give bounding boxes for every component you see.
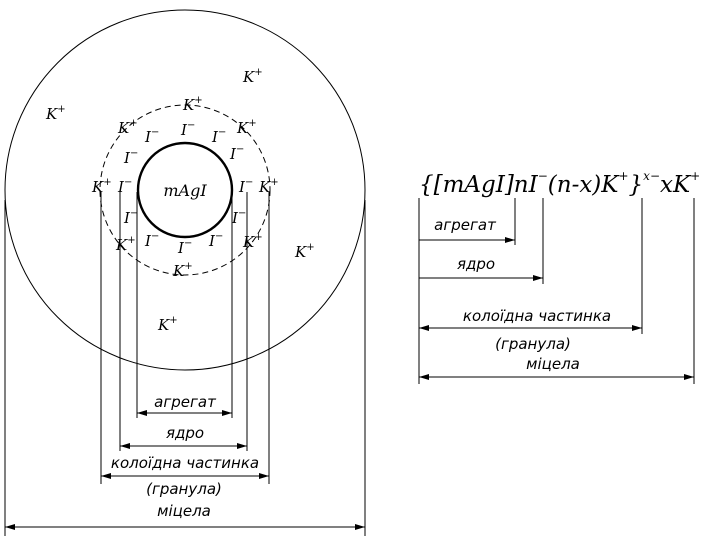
micelle-label: міцела [157,502,211,520]
anion-ion: I− [180,120,195,139]
formula-granule-label: (гранула) [495,335,571,353]
cation-ions-diffuse: K+ K+ K+ K+ [45,67,315,334]
svg-text:{[mAgI]nI−(n-x)K+}x−xK+: {[mAgI]nI−(n-x)K+}x−xK+ [419,169,700,198]
formula-counter-ions: (n-x)K [548,172,621,198]
anion-ion: I− [117,177,132,196]
anion-ion: I− [177,238,192,257]
formula-core-dimension [419,275,543,281]
cation-ion: K+ [45,104,66,123]
micelle-formula: {[mAgI]nI−(n-x)K+}x−xK+ [419,169,700,198]
aggregate-core-circle [136,141,234,239]
cation-ion: K+ [242,67,263,86]
anion-ion: I− [231,208,246,227]
anion-ion: I− [123,208,138,227]
core-dimension [120,443,247,449]
formula-micelle-label: міцела [526,355,580,373]
formula-aggregate-label: агрегат [434,216,497,234]
formula-core-label: ядро [457,255,495,273]
left-dimension-labels: агрегат ядро колоїдна частинка (гранула)… [111,393,259,520]
anion-ion: I− [144,127,159,146]
left-dimension-lines [4,192,366,536]
anion-ion: I− [229,144,244,163]
cation-ions-adsorbed: K+ K+ K+ K+ K+ K+ K+ K+ [91,95,279,280]
granule-label: (гранула) [146,480,222,498]
micelle-structure: mAgI [4,9,366,371]
anion-ion: I− [238,177,253,196]
formula-micelle-dimension [419,374,694,380]
cation-ion: K+ [242,232,263,251]
anion-ion: I− [208,231,223,250]
core-label-text: ядро [166,424,204,442]
formula-diffuse-ions: xK [660,172,692,198]
cation-ion: K+ [182,95,203,114]
adsorption-layer-circle [99,104,271,276]
micelle-dimension [5,524,365,530]
right-dimension-lines [418,198,695,384]
cation-ion: K+ [91,177,112,196]
cation-ion: K+ [294,242,315,261]
formula-particle-label: колоїдна частинка [463,307,611,325]
particle-dimension [101,473,269,479]
cation-ion: K+ [115,235,136,254]
aggregate-dimension [137,410,232,416]
colloid-particle-label: колоїдна частинка [111,454,259,472]
formula-aggregate-dimension [419,237,515,243]
cation-ion: K+ [117,118,138,137]
cation-ion: K+ [258,177,279,196]
anion-ion: I− [144,231,159,250]
formula-particle-dimension [419,325,642,331]
anion-ion: I− [123,148,138,167]
right-dimension-labels: агрегат ядро колоїдна частинка (гранула)… [434,216,611,373]
core-label: mAgI [163,181,207,200]
anion-ions: I− I− I− I− I− I− I− I− I− I− I− I− [117,120,253,257]
formula-aggregate-anions: {[mAgI]nI [419,172,539,198]
cation-ion: K+ [172,261,193,280]
aggregate-label: агрегат [154,393,217,411]
anion-ion: I− [211,127,226,146]
cation-ion: K+ [157,315,178,334]
cation-ion: K+ [236,118,257,137]
diffuse-layer-circle [4,9,366,371]
